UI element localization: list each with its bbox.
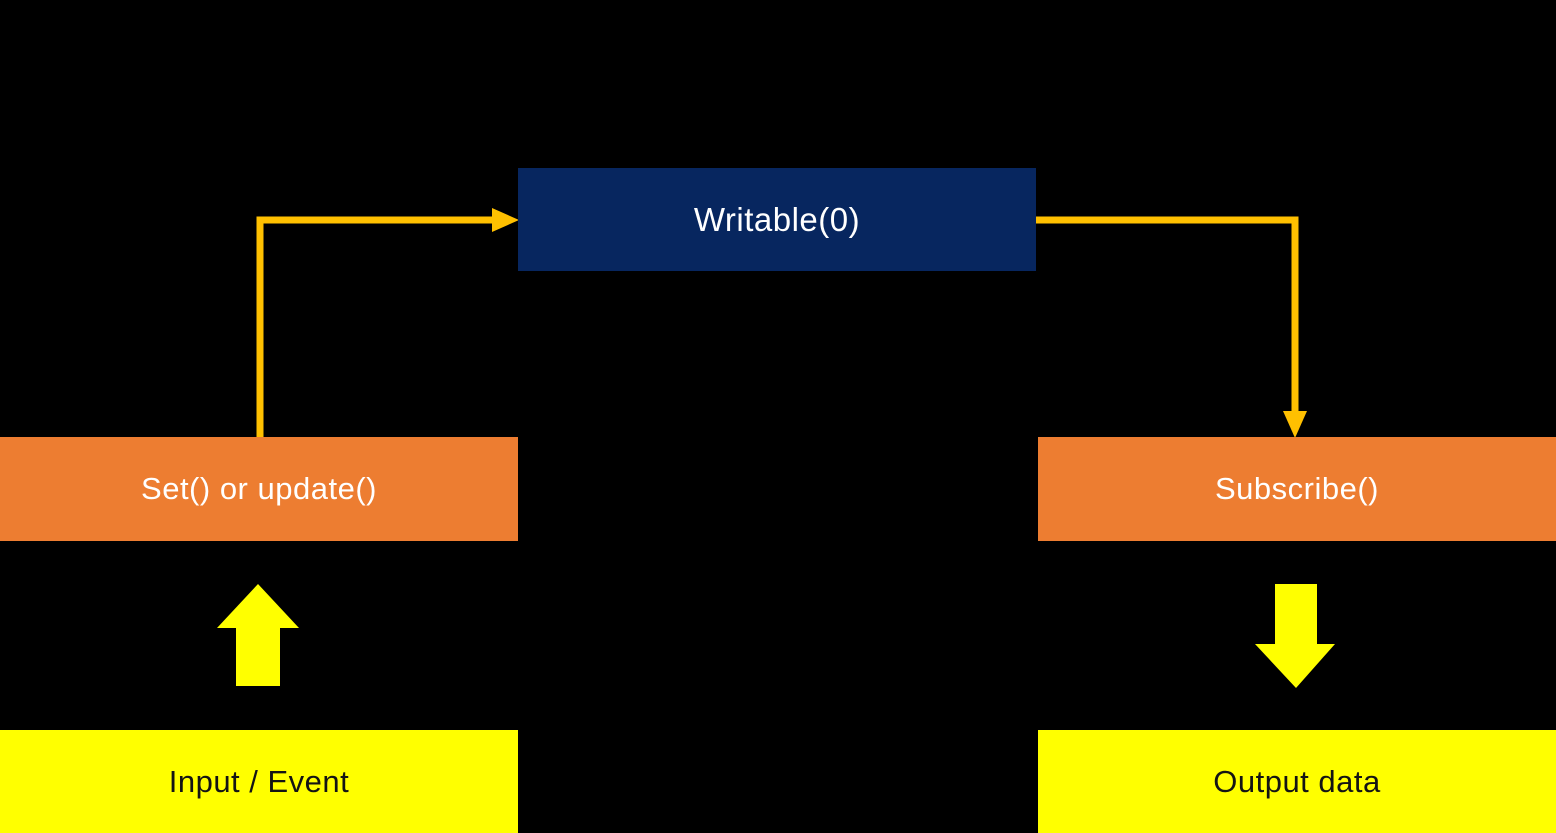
input-event-node: Input / Event [0, 730, 518, 833]
set-update-node: Set() or update() [0, 437, 518, 541]
connector-writable-to-subscribe [1036, 216, 1299, 413]
writable-node: Writable(0) [518, 168, 1036, 271]
input-event-label: Input / Event [168, 763, 350, 799]
arrowhead-down-icon [1283, 411, 1307, 438]
down-block-arrow-icon [1255, 584, 1335, 688]
subscribe-label: Subscribe() [1215, 471, 1379, 506]
writable-label: Writable(0) [693, 200, 861, 238]
connector-set-to-writable [256, 216, 494, 437]
output-data-label: Output data [1213, 763, 1381, 799]
subscribe-node: Subscribe() [1038, 437, 1556, 541]
output-data-node: Output data [1038, 730, 1556, 833]
up-block-arrow-icon [217, 584, 299, 686]
set-update-label: Set() or update() [141, 471, 377, 506]
arrowhead-right-icon [492, 208, 519, 232]
